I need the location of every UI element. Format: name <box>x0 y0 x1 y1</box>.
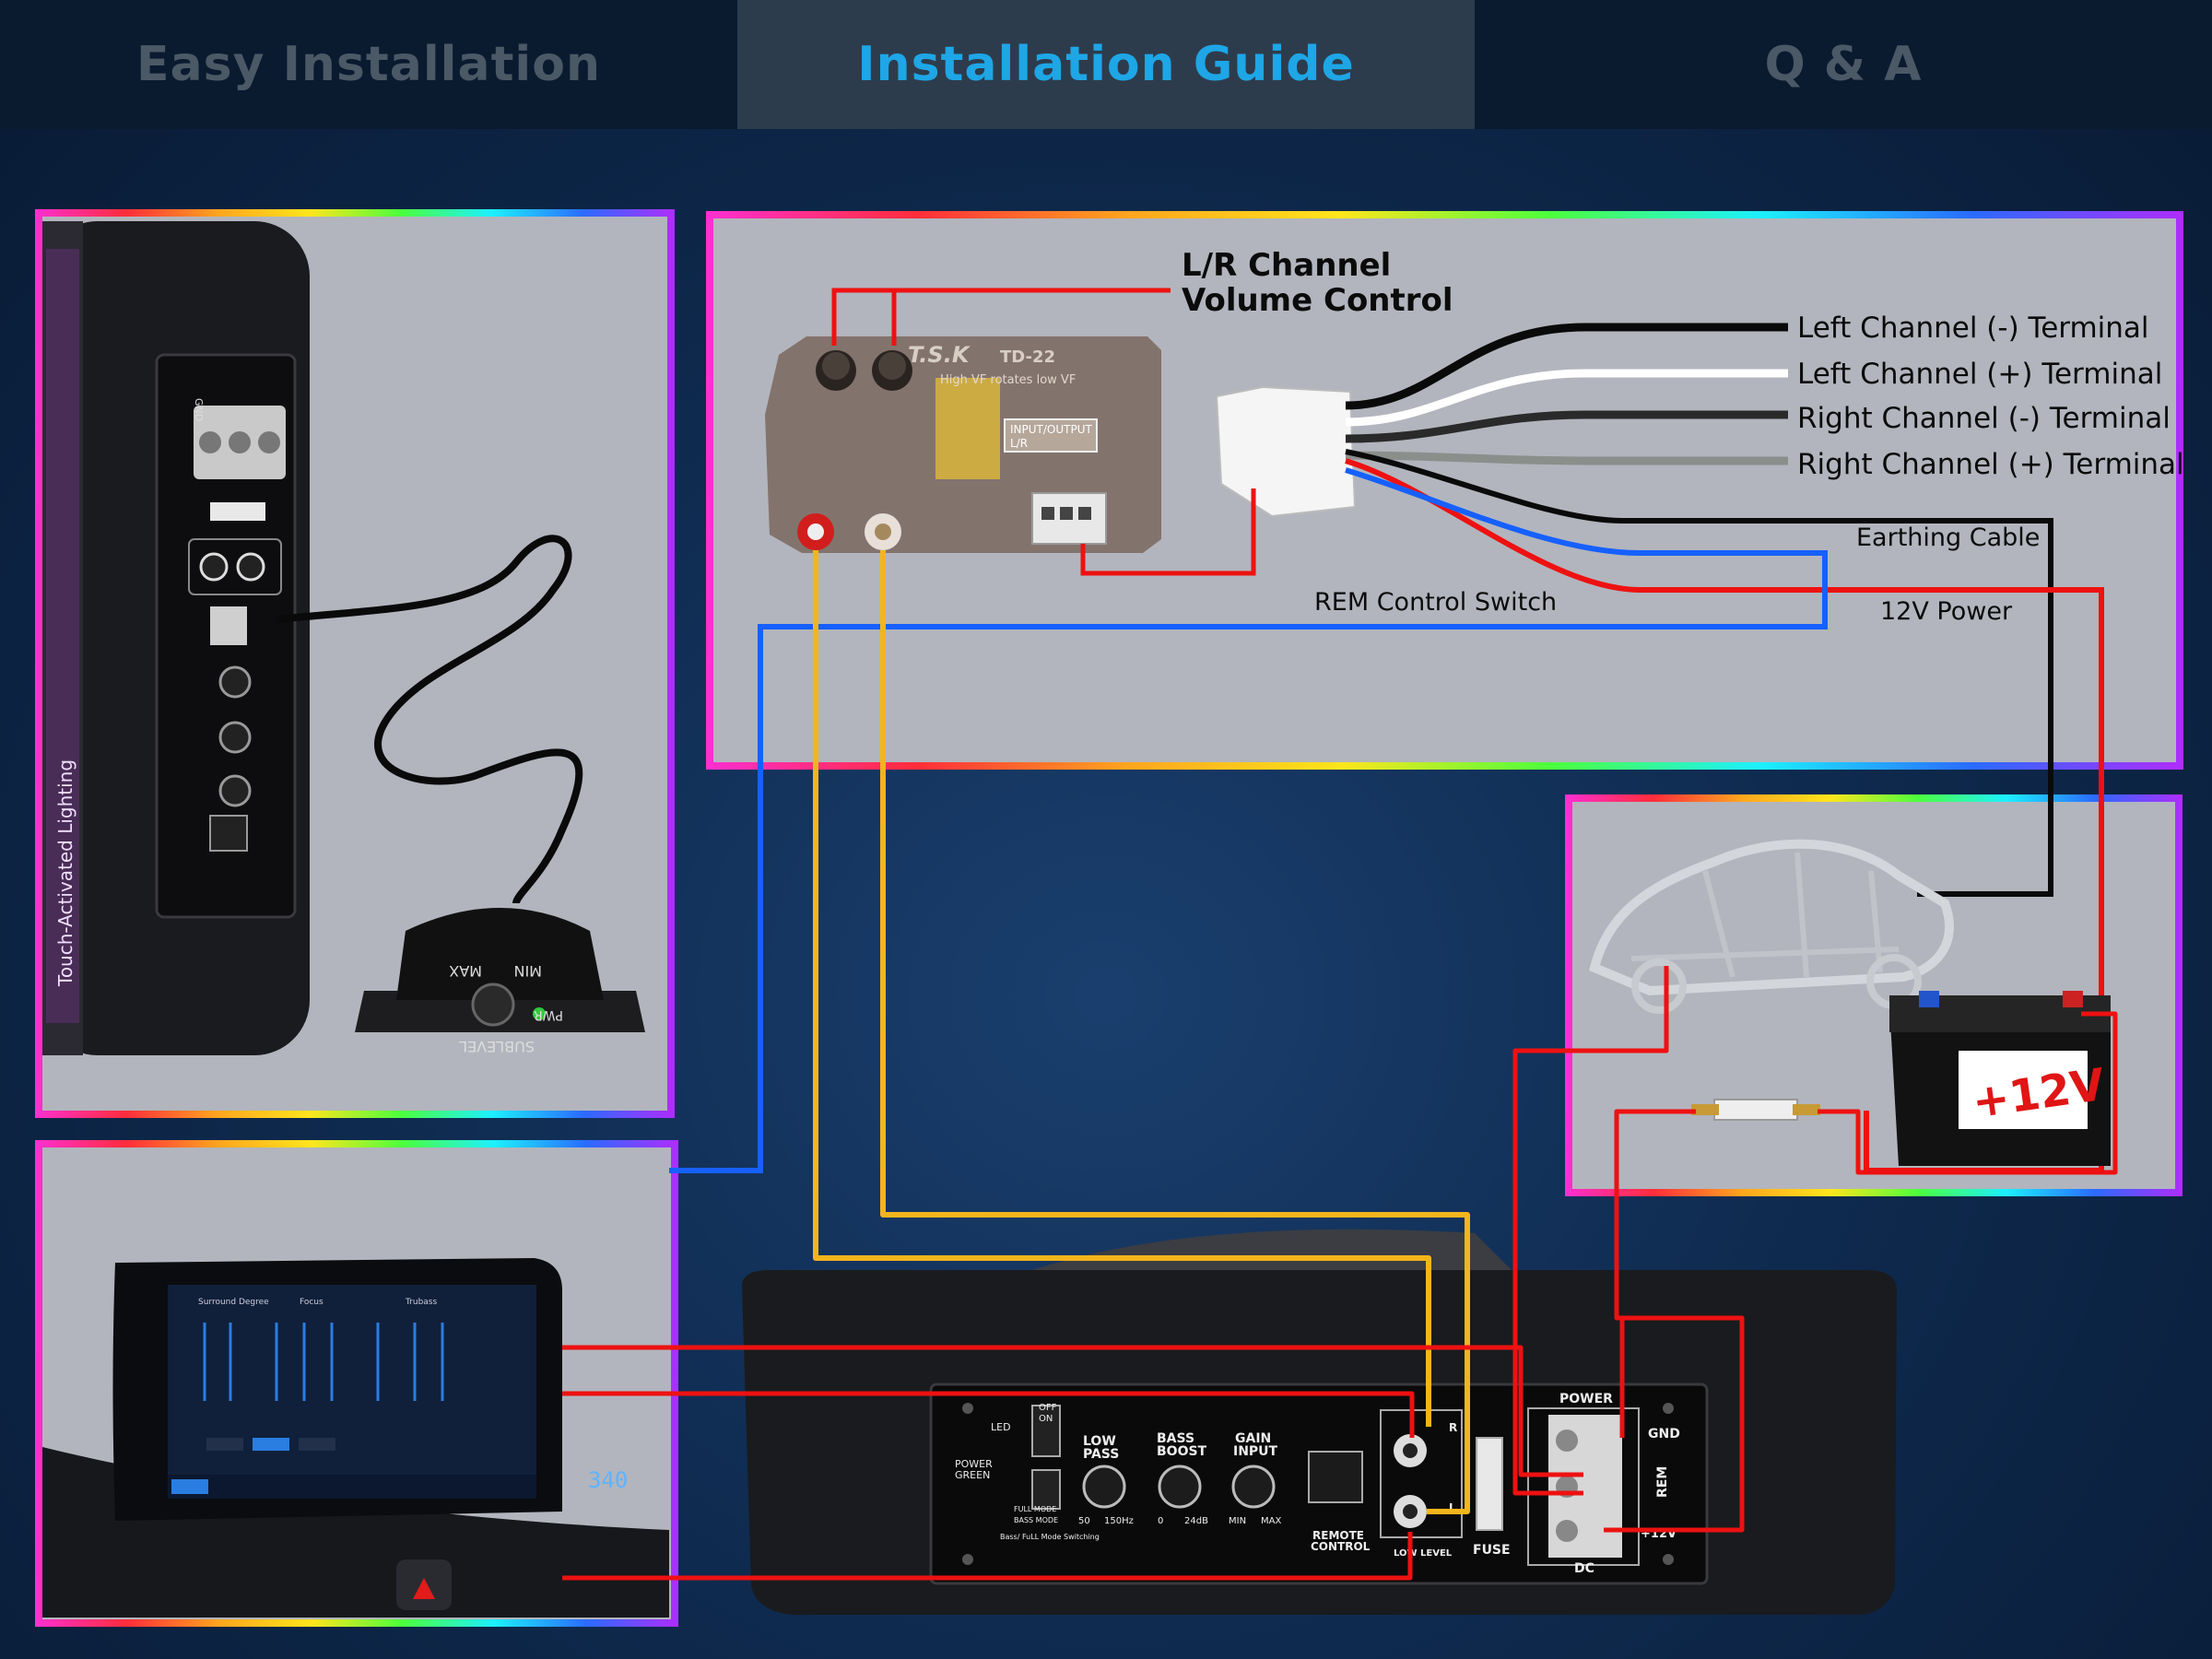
amp-bass-boost-1: BASS <box>1157 1431 1194 1446</box>
tab-installation-guide[interactable]: Installation Guide <box>737 0 1475 129</box>
amp-low-pass-2: PASS <box>1083 1447 1119 1462</box>
sublevel-name-label: SUBLEVEL <box>459 1038 535 1055</box>
side-gnd-label: GND <box>193 398 205 421</box>
connection-wires <box>562 550 2118 1581</box>
label-12v-power: 12V Power <box>1880 597 2013 626</box>
amp-bb-max: 24dB <box>1184 1516 1208 1526</box>
label-left-negative: Left Channel (-) Terminal <box>1797 312 2149 345</box>
tab-bar: Easy Installation Installation Guide Q &… <box>0 0 2212 129</box>
side-strip-text: Touch-Activated Lighting <box>54 759 76 987</box>
vehicle-battery-illustration: +12V <box>1589 839 2111 1166</box>
label-rem-control-switch: REM Control Switch <box>1314 588 1558 617</box>
sublevel-min-label: MIN <box>514 962 543 980</box>
amp-l-label: L <box>1449 1501 1456 1514</box>
controller-tagline: High VF rotates low VF <box>940 373 1076 387</box>
amp-lp-min: 50 <box>1078 1516 1090 1526</box>
harness-wires <box>571 323 2104 1173</box>
amp-power-green-1: POWER <box>955 1458 993 1470</box>
amp-gain-input-2: INPUT <box>1233 1444 1278 1459</box>
controller-model: TD-22 <box>1000 347 1055 367</box>
amp-lp-max: 150Hz <box>1104 1516 1134 1526</box>
controller-brand: T.S.K <box>908 342 971 368</box>
amplifier-illustration: LED OFF ON POWER GREEN FULL MODE BASS MO… <box>742 1229 1897 1615</box>
amp-off-label: OFF <box>1039 1403 1057 1413</box>
subwoofer-side-illustration: GND Touch-Activated Lighting MAX MIN PWR… <box>42 221 645 1055</box>
amp-r-label: R <box>1449 1421 1457 1434</box>
amp-on-label: ON <box>1039 1414 1053 1424</box>
label-earthing-cable: Earthing Cable <box>1856 524 2041 552</box>
amp-gnd-label: GND <box>1648 1427 1680 1441</box>
sublevel-pwr-label: PWR <box>534 1007 563 1022</box>
volume-controller-illustration: T.S.K TD-22 High VF rotates low VF INPUT… <box>765 336 1357 553</box>
hu-surround: Surround Degree <box>198 1298 269 1307</box>
amp-rem-label: REM <box>1655 1466 1670 1498</box>
amp-dc-label: DC <box>1574 1561 1594 1576</box>
amp-bass-boost-2: BOOST <box>1157 1444 1207 1459</box>
amp-bb-min: 0 <box>1158 1516 1163 1526</box>
amp-gain-input-1: GAIN <box>1235 1431 1271 1446</box>
tab-easy-installation[interactable]: Easy Installation <box>136 37 601 92</box>
amp-led-label: LED <box>991 1421 1011 1433</box>
amp-bass-mode: BASS MODE <box>1014 1516 1058 1524</box>
sublevel-max-label: MAX <box>449 962 482 980</box>
amp-low-level-label: LOW LEVEL <box>1394 1548 1453 1559</box>
hu-focus: Focus <box>300 1298 324 1307</box>
controller-port-label2: L/R <box>1010 437 1028 450</box>
label-left-positive: Left Channel (+) Terminal <box>1797 358 2163 391</box>
amp-gi-min: MIN <box>1229 1516 1246 1526</box>
hu-radio: 340 <box>588 1467 628 1493</box>
amp-fuse-label: FUSE <box>1473 1543 1511 1558</box>
amp-full-mode: FULL MODE <box>1014 1505 1056 1513</box>
label-right-negative: Right Channel (-) Terminal <box>1797 402 2171 435</box>
amp-mode-caption: Bass/ FuLL Mode Switching <box>1000 1533 1100 1541</box>
amp-remote-2: CONTROL <box>1311 1540 1371 1553</box>
controller-title-line1: L/R Channel <box>1182 247 1392 284</box>
label-right-positive: Right Channel (+) Terminal <box>1797 448 2184 481</box>
amp-power-label: POWER <box>1559 1392 1613 1406</box>
amp-remote-1: REMOTE <box>1312 1529 1364 1542</box>
amp-gi-max: MAX <box>1261 1516 1281 1526</box>
controller-port-label: INPUT/OUTPUT <box>1010 423 1092 436</box>
controller-title-line2: Volume Control <box>1182 282 1453 319</box>
amp-power-green-2: GREEN <box>955 1469 990 1481</box>
hu-trubass: Trubass <box>405 1298 437 1307</box>
leader-lines <box>831 288 1256 576</box>
tab-qa[interactable]: Q & A <box>1764 37 1923 92</box>
headunit-illustration: Surround Degree Focus Trubass 340 <box>42 1147 669 1618</box>
amp-low-pass-1: LOW <box>1083 1434 1116 1449</box>
